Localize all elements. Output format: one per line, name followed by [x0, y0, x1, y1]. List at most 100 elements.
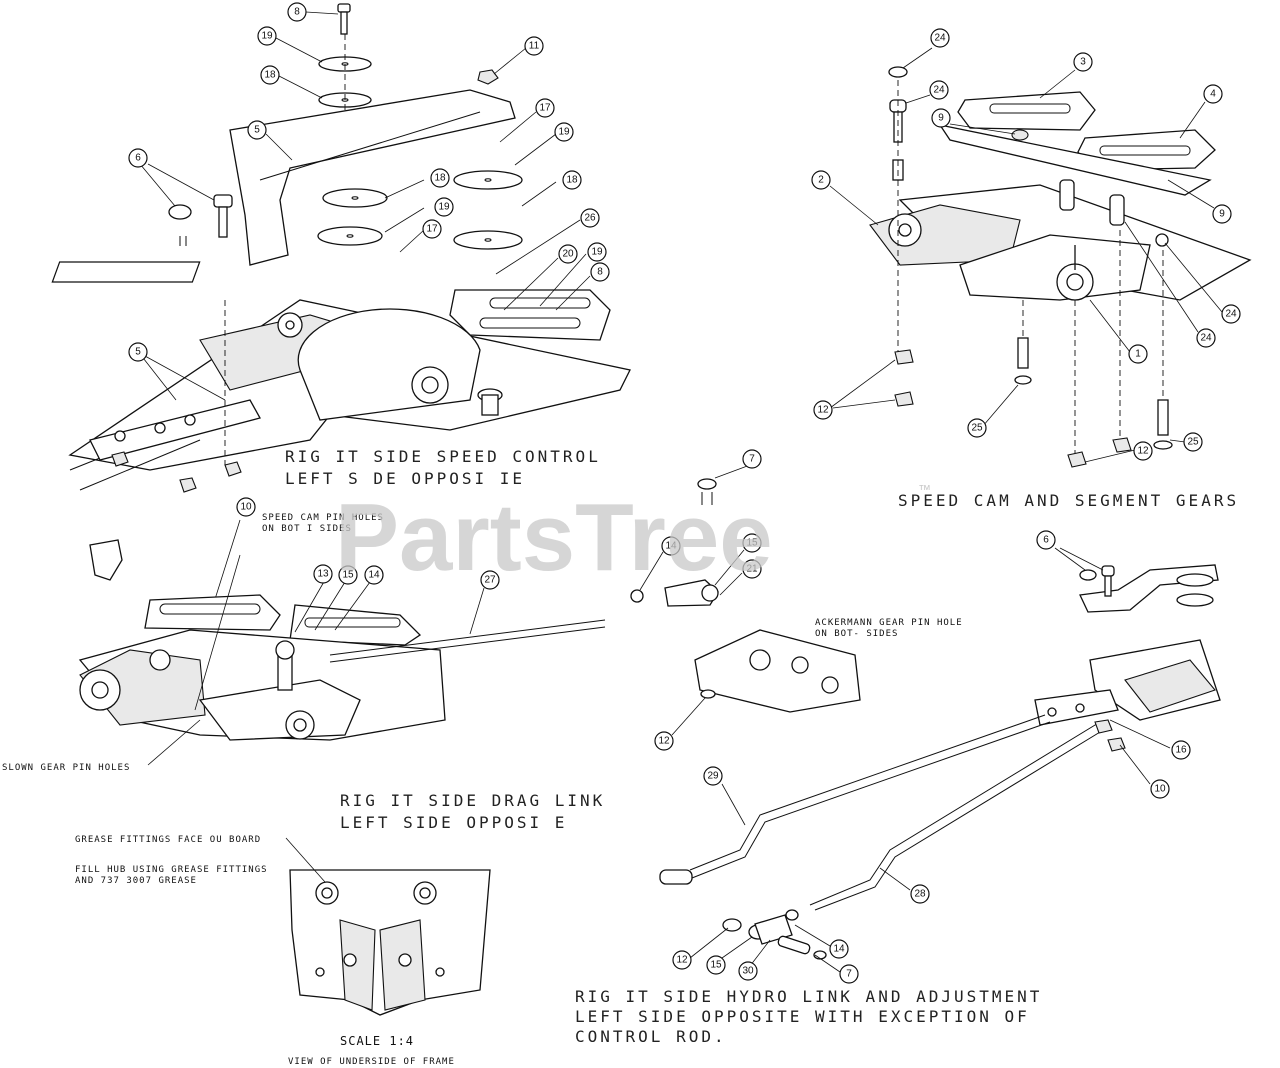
callout-24[interactable]: 24	[929, 80, 949, 100]
svg-text:17: 17	[539, 103, 551, 114]
callout-5[interactable]: 5	[128, 342, 148, 362]
callout-15[interactable]: 15	[706, 955, 726, 975]
svg-text:14: 14	[368, 570, 380, 581]
callout-12[interactable]: 12	[654, 731, 674, 751]
callout-11[interactable]: 11	[524, 36, 544, 56]
callout-5[interactable]: 5	[247, 120, 267, 140]
callout-20[interactable]: 20	[558, 244, 578, 264]
callout-16[interactable]: 16	[1171, 740, 1191, 760]
callout-19[interactable]: 19	[587, 242, 607, 262]
svg-text:5: 5	[254, 125, 260, 136]
callout-21[interactable]: 21	[742, 559, 762, 579]
drag-link-title: RIG IT SIDE DRAG LINK	[340, 791, 605, 810]
svg-text:24: 24	[933, 85, 945, 96]
underside-view	[285, 837, 491, 1016]
svg-text:8: 8	[294, 7, 300, 18]
svg-text:19: 19	[558, 127, 570, 138]
callout-7[interactable]: 7	[839, 964, 859, 984]
callout-13[interactable]: 13	[313, 564, 333, 584]
callout-2[interactable]: 2	[811, 170, 831, 190]
callout-9[interactable]: 9	[931, 108, 951, 128]
callout-6[interactable]: 6	[1036, 530, 1056, 550]
watermark-trademark: ™	[918, 482, 931, 497]
svg-text:16: 16	[1175, 745, 1187, 756]
svg-text:10: 10	[240, 502, 252, 513]
hydro-link-title: RIG IT SIDE HYDRO LINK AND ADJUSTMENT	[575, 987, 1042, 1006]
callout-24[interactable]: 24	[930, 28, 950, 48]
callout-18[interactable]: 18	[562, 170, 582, 190]
grease-fittings-note: GREASE FITTINGS FACE OU BOARD	[75, 835, 261, 845]
callout-12[interactable]: 12	[1133, 441, 1153, 461]
callout-4[interactable]: 4	[1203, 84, 1223, 104]
callout-3[interactable]: 3	[1073, 52, 1093, 72]
svg-text:26: 26	[584, 213, 596, 224]
hydro-link-subtitle-2: CONTROL ROD.	[575, 1027, 727, 1046]
callout-8[interactable]: 8	[590, 262, 610, 282]
callout-14[interactable]: 14	[364, 565, 384, 585]
speed-cam-title: SPEED CAM AND SEGMENT GEARS	[898, 491, 1239, 510]
callout-17[interactable]: 17	[535, 98, 555, 118]
callout-12[interactable]: 12	[813, 400, 833, 420]
callout-6[interactable]: 6	[128, 148, 148, 168]
speed-cam-assembly	[869, 66, 1252, 468]
ackermann-assembly	[630, 478, 861, 713]
callout-19[interactable]: 19	[554, 122, 574, 142]
callout-14[interactable]: 14	[661, 536, 681, 556]
svg-text:13: 13	[317, 569, 329, 580]
svg-text:18: 18	[566, 175, 578, 186]
svg-text:25: 25	[971, 423, 983, 434]
svg-text:4: 4	[1210, 89, 1216, 100]
callout-29[interactable]: 29	[703, 766, 723, 786]
callout-15[interactable]: 15	[742, 533, 762, 553]
slow-gear-note: SLOWN GEAR PIN HOLES	[2, 763, 130, 773]
svg-text:17: 17	[426, 224, 438, 235]
callout-8[interactable]: 8	[287, 2, 307, 22]
svg-text:15: 15	[710, 960, 722, 971]
callout-25[interactable]: 25	[967, 418, 987, 438]
fill-hub-note: FILL HUB USING GREASE FITTINGS	[75, 865, 268, 875]
speed-cam-pin-note-2: ON BOT I SIDES	[262, 524, 352, 534]
callout-19[interactable]: 19	[257, 26, 277, 46]
callout-27[interactable]: 27	[480, 570, 500, 590]
svg-text:12: 12	[817, 405, 829, 416]
callout-24[interactable]: 24	[1221, 304, 1241, 324]
svg-text:15: 15	[342, 570, 354, 581]
callout-10[interactable]: 10	[1150, 779, 1170, 799]
watermark: PartsTree	[335, 484, 773, 591]
callout-12[interactable]: 12	[672, 950, 692, 970]
callout-30[interactable]: 30	[738, 961, 758, 981]
callout-7[interactable]: 7	[742, 449, 762, 469]
svg-text:5: 5	[135, 347, 141, 358]
speed-control-assembly	[51, 3, 631, 493]
callout-9[interactable]: 9	[1212, 204, 1232, 224]
svg-text:15: 15	[746, 538, 758, 549]
svg-text:24: 24	[1225, 309, 1237, 320]
callout-19[interactable]: 19	[434, 197, 454, 217]
callout-14[interactable]: 14	[829, 939, 849, 959]
callouts-ackermann: 7 14 15 21 12	[639, 449, 762, 751]
drag-link-subtitle: LEFT SIDE OPPOSI E	[340, 813, 567, 832]
hydro-link-assembly	[659, 564, 1221, 960]
svg-text:24: 24	[934, 33, 946, 44]
svg-text:12: 12	[676, 955, 688, 966]
scale-label: SCALE 1:4	[340, 1034, 414, 1048]
callout-18[interactable]: 18	[260, 65, 280, 85]
callout-18[interactable]: 18	[430, 168, 450, 188]
callout-26[interactable]: 26	[580, 208, 600, 228]
callouts-hydro-link: 6 16 10 29 28 12 15 30 14 7	[672, 530, 1191, 984]
callout-28[interactable]: 28	[910, 884, 930, 904]
hydro-link-subtitle: LEFT SIDE OPPOSITE WITH EXCEPTION OF	[575, 1007, 1030, 1026]
callouts-speed-cam: 24 24 3 4 9 9 2 24 24 1 12 25 12 25	[811, 28, 1241, 463]
svg-text:10: 10	[1154, 784, 1166, 795]
callout-15[interactable]: 15	[338, 565, 358, 585]
svg-text:18: 18	[434, 173, 446, 184]
svg-text:18: 18	[264, 70, 276, 81]
svg-text:19: 19	[261, 31, 273, 42]
callout-1[interactable]: 1	[1128, 344, 1148, 364]
callout-17[interactable]: 17	[422, 219, 442, 239]
callout-24[interactable]: 24	[1196, 328, 1216, 348]
callout-10[interactable]: 10	[236, 497, 256, 517]
callout-25[interactable]: 25	[1183, 432, 1203, 452]
ackermann-note-2: ON BOT- SIDES	[815, 629, 898, 639]
